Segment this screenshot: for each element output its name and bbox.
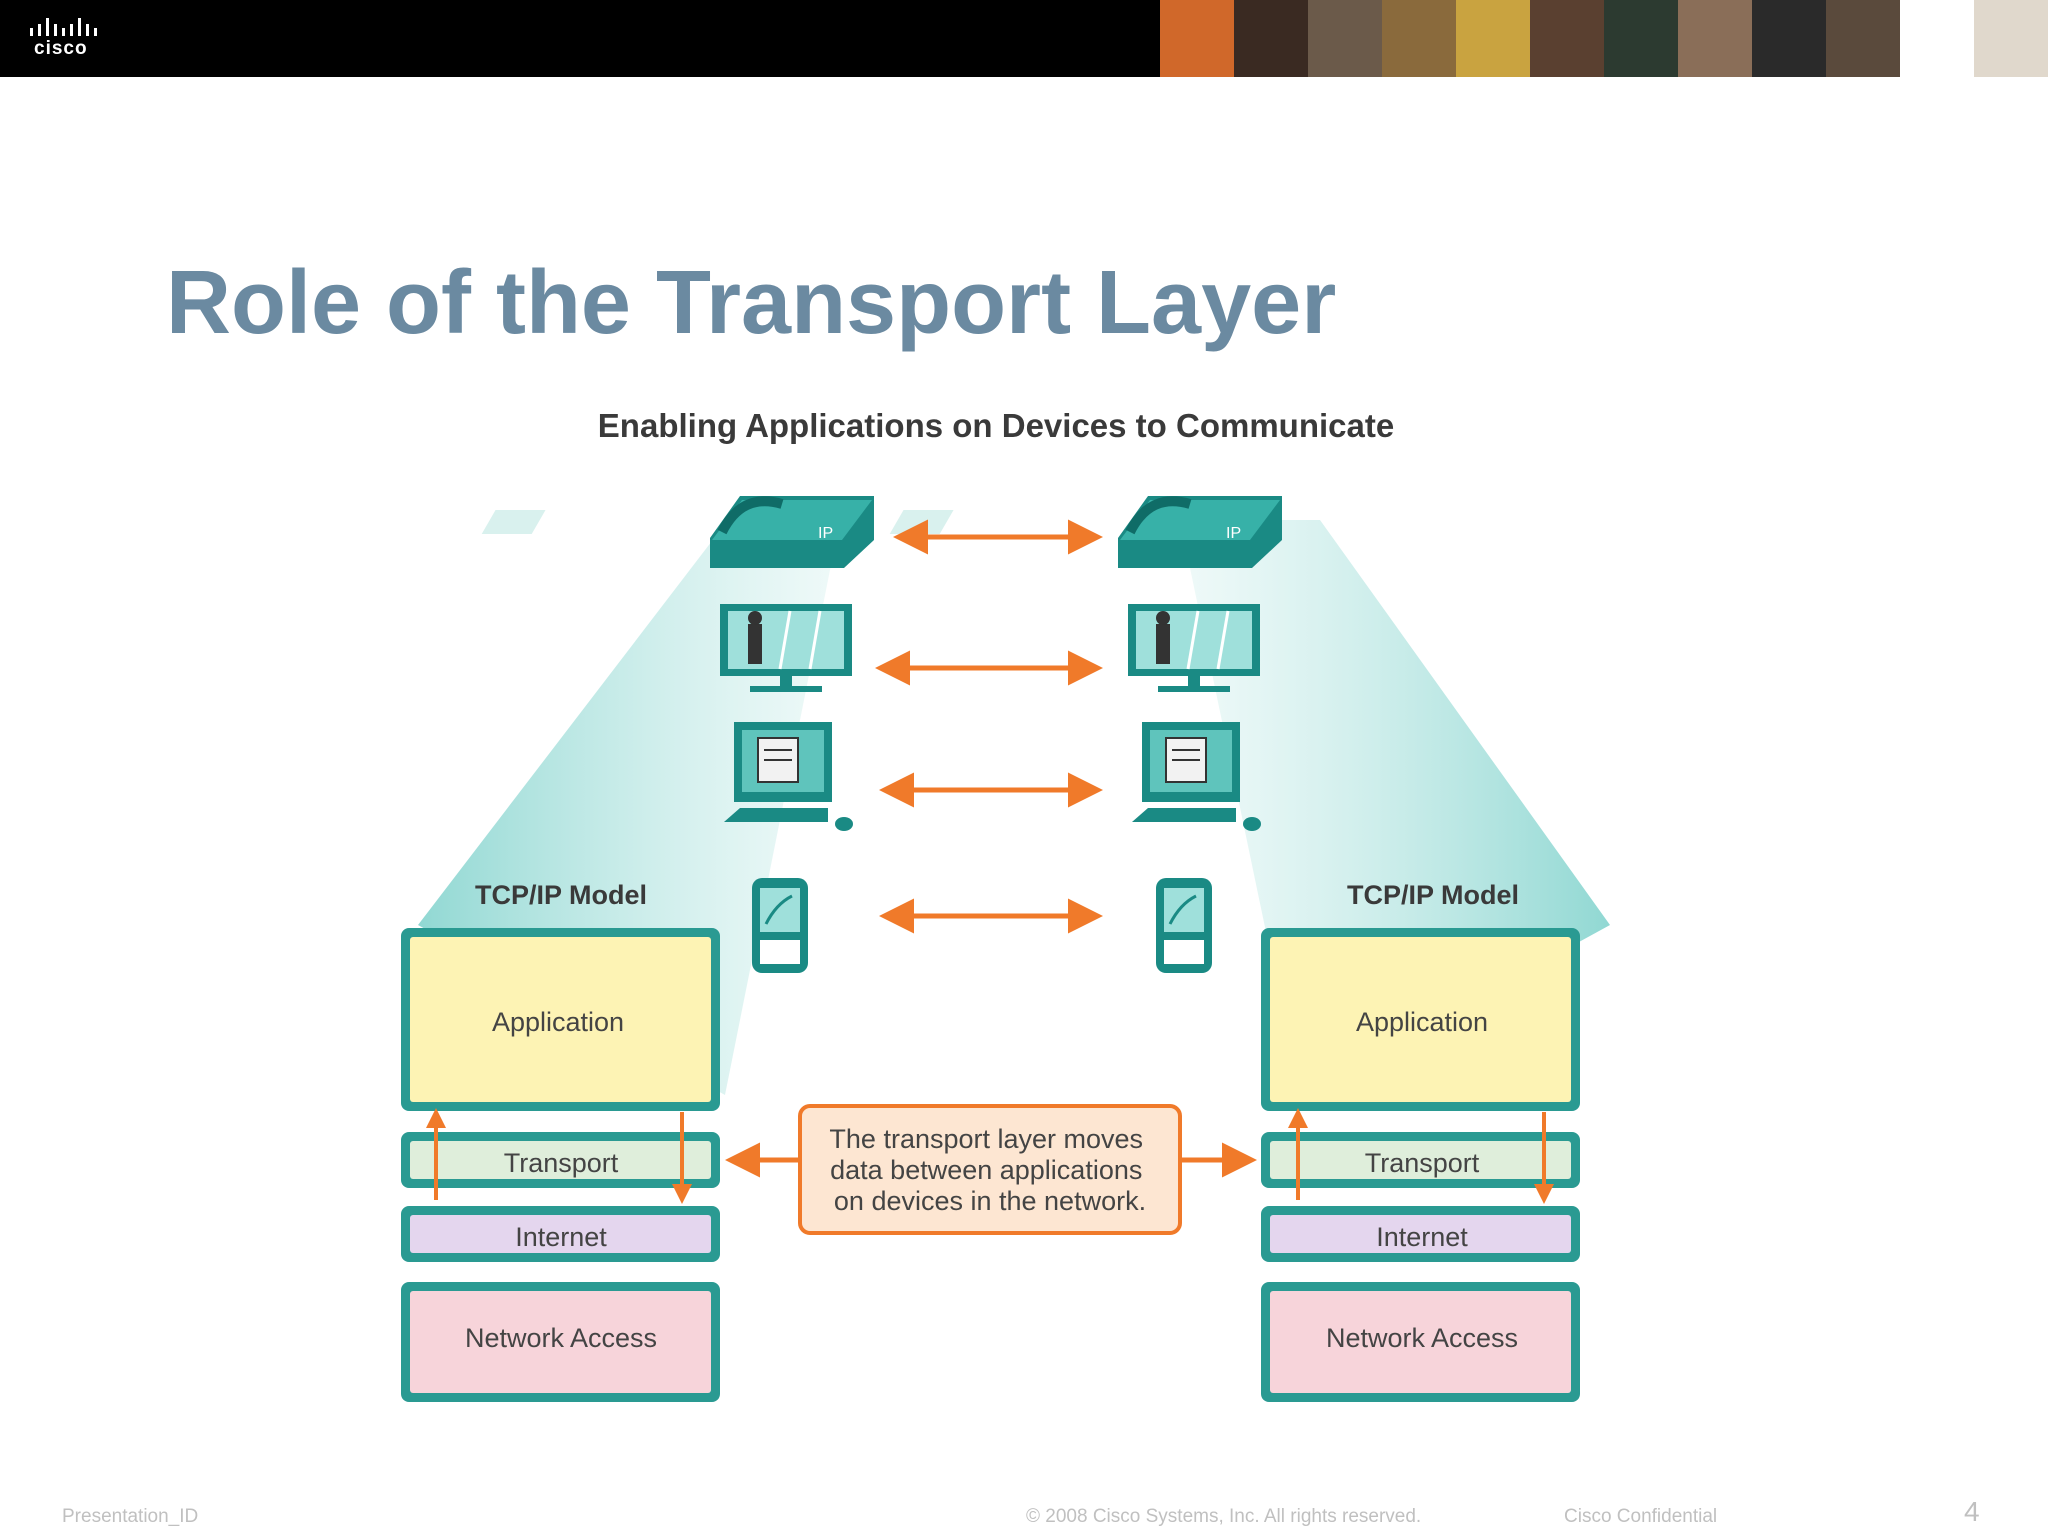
desktop-computer-icon (1132, 722, 1261, 831)
left-transport-label: Transport (504, 1148, 619, 1178)
callout-line-1: The transport layer moves (829, 1124, 1143, 1154)
header-photo-tile (1160, 0, 1234, 77)
right-transport-label: Transport (1365, 1148, 1480, 1178)
footer-presentation-id: Presentation_ID (62, 1506, 199, 1527)
header-photo-tile (1382, 0, 1456, 77)
left-application-layer: Application (401, 928, 720, 1111)
left-transport-layer: Transport (401, 1132, 720, 1188)
header-photo-tile (1678, 0, 1752, 77)
header-bar: cisco (0, 0, 2048, 77)
header-photo-tile (1604, 0, 1678, 77)
ip-phone-icon: IP (889, 496, 1282, 568)
right-transport-layer: Transport (1261, 1132, 1580, 1188)
callout-line-2: data between applications (830, 1155, 1142, 1185)
diagram-caption: Enabling Applications on Devices to Comm… (598, 407, 1394, 444)
header-photo-tile (1234, 0, 1308, 77)
header-photo-tile (1530, 0, 1604, 77)
video-monitor-icon (720, 604, 852, 692)
smartphone-icon (752, 878, 808, 973)
ip-phone-icon: IP (481, 496, 874, 568)
header-photo-tile (1308, 0, 1382, 77)
right-application-label: Application (1356, 1007, 1488, 1037)
footer-confidential: Cisco Confidential (1564, 1506, 1718, 1527)
header-photo-strip (1160, 0, 2048, 77)
right-network-access-layer: Network Access (1261, 1282, 1580, 1402)
cisco-logo-text: cisco (34, 38, 88, 59)
left-internet-label: Internet (515, 1222, 607, 1252)
header-photo-tile (1826, 0, 1900, 77)
right-internet-label: Internet (1376, 1222, 1468, 1252)
left-network-access-label: Network Access (465, 1323, 657, 1353)
header-photo-tile (1900, 0, 1974, 77)
header-photo-tile (1456, 0, 1530, 77)
right-network-access-label: Network Access (1326, 1323, 1518, 1353)
left-stack-heading: TCP/IP Model (475, 880, 647, 910)
cisco-logo (30, 18, 97, 36)
header-photo-tile (1974, 0, 2048, 77)
video-monitor-icon (1128, 604, 1260, 692)
left-application-label: Application (492, 1007, 624, 1037)
header-photo-tile (1752, 0, 1826, 77)
desktop-computer-icon (724, 722, 853, 831)
footer-copyright: © 2008 Cisco Systems, Inc. All rights re… (1026, 1506, 1422, 1527)
svg-text:IP: IP (818, 525, 833, 542)
transport-callout: The transport layer moves data between a… (798, 1104, 1182, 1235)
right-stack-heading: TCP/IP Model (1347, 880, 1519, 910)
svg-text:The transport layer moves: The transport layer moves data between a… (829, 1124, 1150, 1216)
left-internet-layer: Internet (401, 1206, 720, 1262)
slide-title: Role of the Transport Layer (166, 253, 1337, 353)
svg-text:IP: IP (1226, 525, 1241, 542)
right-application-layer: Application (1261, 928, 1580, 1111)
smartphone-icon (1156, 878, 1212, 973)
left-network-access-layer: Network Access (401, 1282, 720, 1402)
callout-line-3: on devices in the network. (834, 1186, 1146, 1216)
right-internet-layer: Internet (1261, 1206, 1580, 1262)
page-number: 4 (1964, 1496, 1980, 1527)
